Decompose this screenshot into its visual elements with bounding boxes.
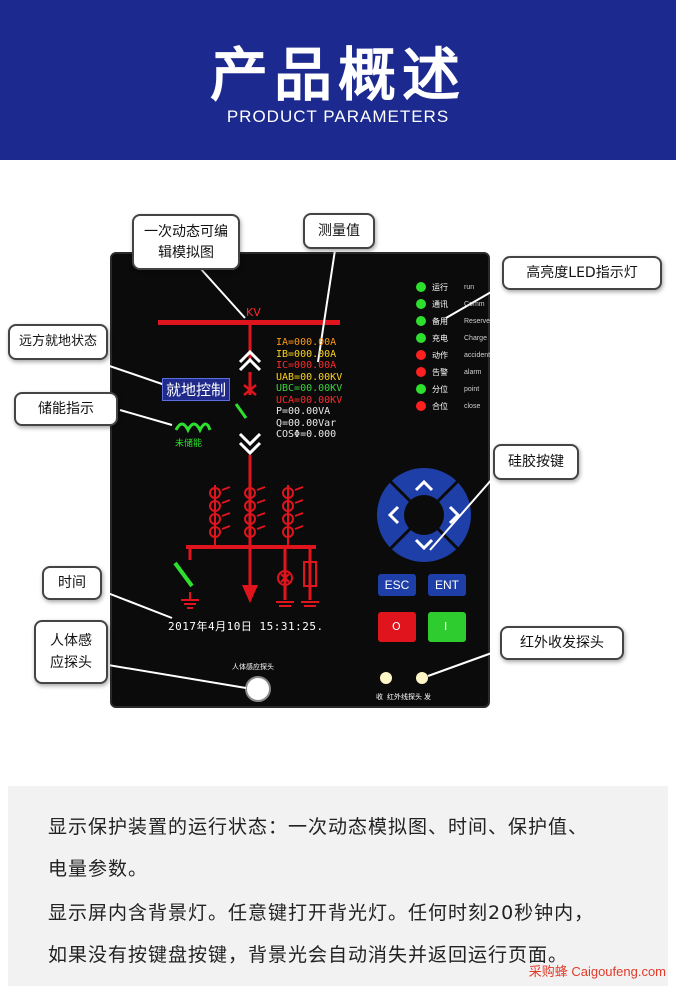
- header-banner: 产品概述 PRODUCT PARAMETERS: [0, 0, 676, 160]
- description-line-2: 电量参数。: [48, 858, 149, 880]
- ent-button[interactable]: ENT: [428, 574, 466, 596]
- callout-storage: 储能指示: [14, 392, 118, 426]
- ir-label-send: 发: [424, 693, 431, 701]
- close-button: [428, 612, 466, 642]
- meas-p: P=00.00VA: [276, 406, 331, 417]
- ir-receiver-icon: [380, 672, 392, 684]
- bus-voltage-label: KV: [246, 306, 261, 319]
- led-comm-icon: [416, 299, 426, 309]
- voltage-transformer-icon: [277, 570, 293, 586]
- body-sensor-icon: [245, 676, 271, 702]
- local-control-label: 就地控制: [162, 378, 231, 401]
- leader-ir: [427, 649, 501, 677]
- body-sensor-label: 人体感应探头: [232, 663, 274, 671]
- leader-measure: [317, 249, 336, 363]
- nav-right-icon: [448, 505, 461, 525]
- meas-uab: UAB=00.00KV: [276, 371, 343, 383]
- watermark: 采购蜂 Caigoufeng.com: [528, 964, 666, 979]
- led-run-icon: [416, 282, 426, 292]
- nav-down-icon: [414, 538, 434, 551]
- leader-sensor: [107, 664, 247, 689]
- ir-label-receive: 收: [376, 693, 383, 701]
- nav-up-icon: [414, 479, 434, 492]
- storage-status-label: 未储能: [175, 439, 203, 449]
- description-line-1: 显示保护装置的运行状态：一次动态模拟图、时间、保护值、: [48, 816, 589, 838]
- open-button: [378, 612, 416, 642]
- callout-body-sensor: 人体感应探头: [34, 620, 108, 684]
- callout-led: 高亮度LED指示灯: [502, 256, 662, 290]
- meas-uca: UCA=00.00KV: [276, 394, 343, 406]
- callout-keys: 硅胶按键: [493, 444, 579, 480]
- ir-transmitter-icon: [416, 672, 428, 684]
- led-alarm-icon: [416, 367, 426, 377]
- meas-q: Q=00.00Var: [276, 417, 337, 429]
- led-accident-icon: [416, 350, 426, 360]
- led-charge-icon: [416, 333, 426, 343]
- leader-keys: [429, 469, 501, 551]
- description-line-3: 显示屏内含背景灯。任意键打开背光灯。任何时刻20秒钟内，: [48, 902, 595, 924]
- description-box: 显示保护装置的运行状态：一次动态模拟图、时间、保护值、 电量参数。 显示屏内含背…: [8, 786, 668, 986]
- leader-remote: [91, 359, 166, 386]
- branch-bar: [186, 545, 316, 549]
- callout-remote-local: 远方就地状态: [8, 324, 108, 360]
- led-reserve-icon: [416, 316, 426, 326]
- leader-time: [99, 589, 173, 619]
- led-close-icon: [416, 401, 426, 411]
- ct-coil-group: [209, 485, 304, 545]
- meas-cos: COSΦ=0.000: [276, 429, 337, 440]
- led-point-icon: [416, 384, 426, 394]
- chevron-down-icon: [238, 432, 262, 456]
- meas-ia: IA=000.00A: [276, 337, 337, 348]
- page-title: 产品概述: [209, 41, 466, 109]
- esc-button[interactable]: ESC: [378, 574, 416, 596]
- leader-diagram: [199, 267, 246, 319]
- meas-ib: IB=000.00A: [276, 348, 337, 360]
- ground-switch-icon: [173, 561, 194, 588]
- close-button-label[interactable]: I: [444, 620, 448, 633]
- callout-diagram: 一次动态可编辑模拟图: [132, 214, 240, 270]
- meas-ic: IC=000.00A: [276, 360, 337, 371]
- nav-left-icon: [387, 505, 400, 525]
- chevron-up-icon: [238, 349, 262, 372]
- breaker-x-icon: [243, 384, 257, 396]
- open-button-label[interactable]: O: [392, 620, 401, 633]
- device-time: 2017年4月10日 15:31:25.: [168, 620, 324, 633]
- ir-label-mid: 红外线探头: [387, 693, 422, 701]
- leader-storage: [119, 409, 173, 426]
- ground-icon: [181, 592, 199, 609]
- load-arrow-icon: [242, 585, 258, 603]
- arrester-icon: [303, 561, 317, 587]
- leader-led: [445, 283, 506, 319]
- page-subtitle: PRODUCT PARAMETERS: [226, 107, 450, 126]
- switch-green-icon: [234, 403, 248, 419]
- measurement-block: IA=000.00A IB=000.00A IC=000.00A UAB=00.…: [276, 337, 342, 441]
- description-line-4: 如果没有按键盘按键，背景光会自动消失并返回运行页面。: [48, 944, 569, 966]
- meas-ubc: UBC=00.00KV: [276, 383, 343, 394]
- callout-infrared: 红外收发探头: [500, 626, 624, 660]
- callout-time: 时间: [42, 566, 102, 600]
- storage-spring-icon: [174, 422, 212, 434]
- callout-measure: 测量值: [303, 213, 375, 249]
- nav-pad[interactable]: [377, 468, 471, 562]
